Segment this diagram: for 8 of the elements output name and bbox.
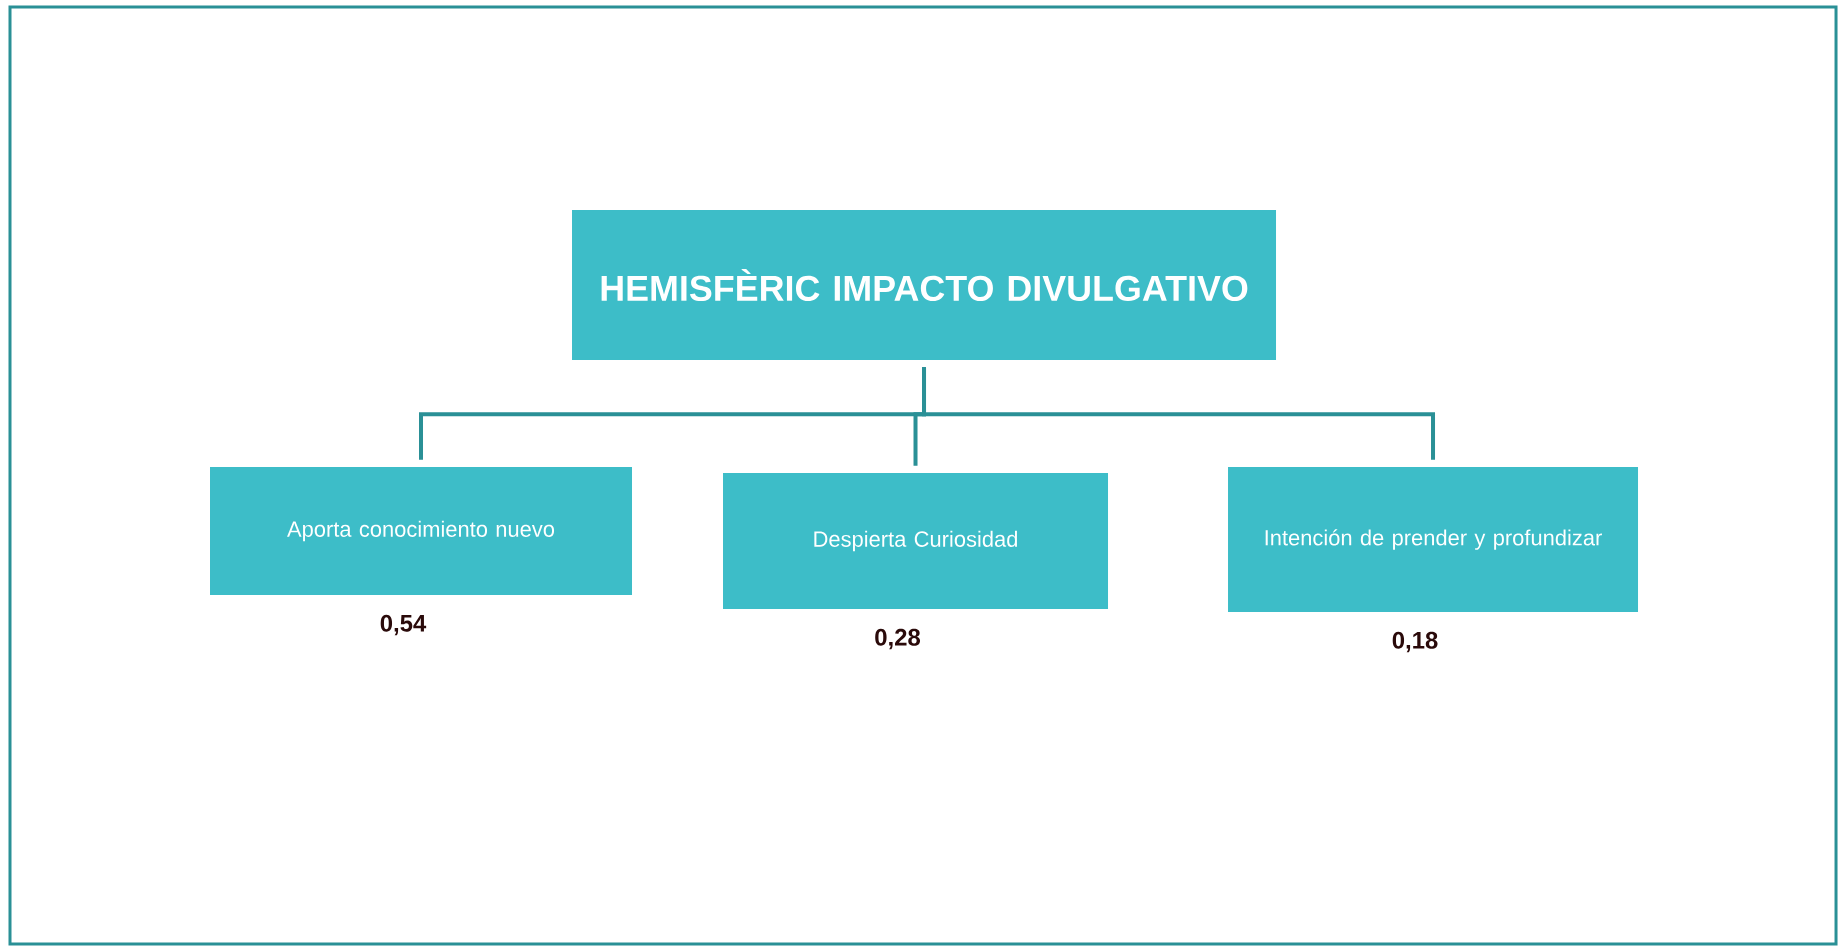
connector <box>922 367 1435 460</box>
category-box: Aporta conocimiento nuevo <box>210 467 632 595</box>
category-box: Intención de prender y profundizar <box>1228 467 1638 612</box>
value-label: 0,18 <box>1392 631 1438 653</box>
title-box: HEMISFÈRIC IMPACTO DIVULGATIVO <box>572 210 1276 360</box>
category-box: Despierta Curiosidad <box>723 473 1108 609</box>
value-label: 0,28 <box>875 628 921 650</box>
value-label: 0,54 <box>380 614 427 636</box>
